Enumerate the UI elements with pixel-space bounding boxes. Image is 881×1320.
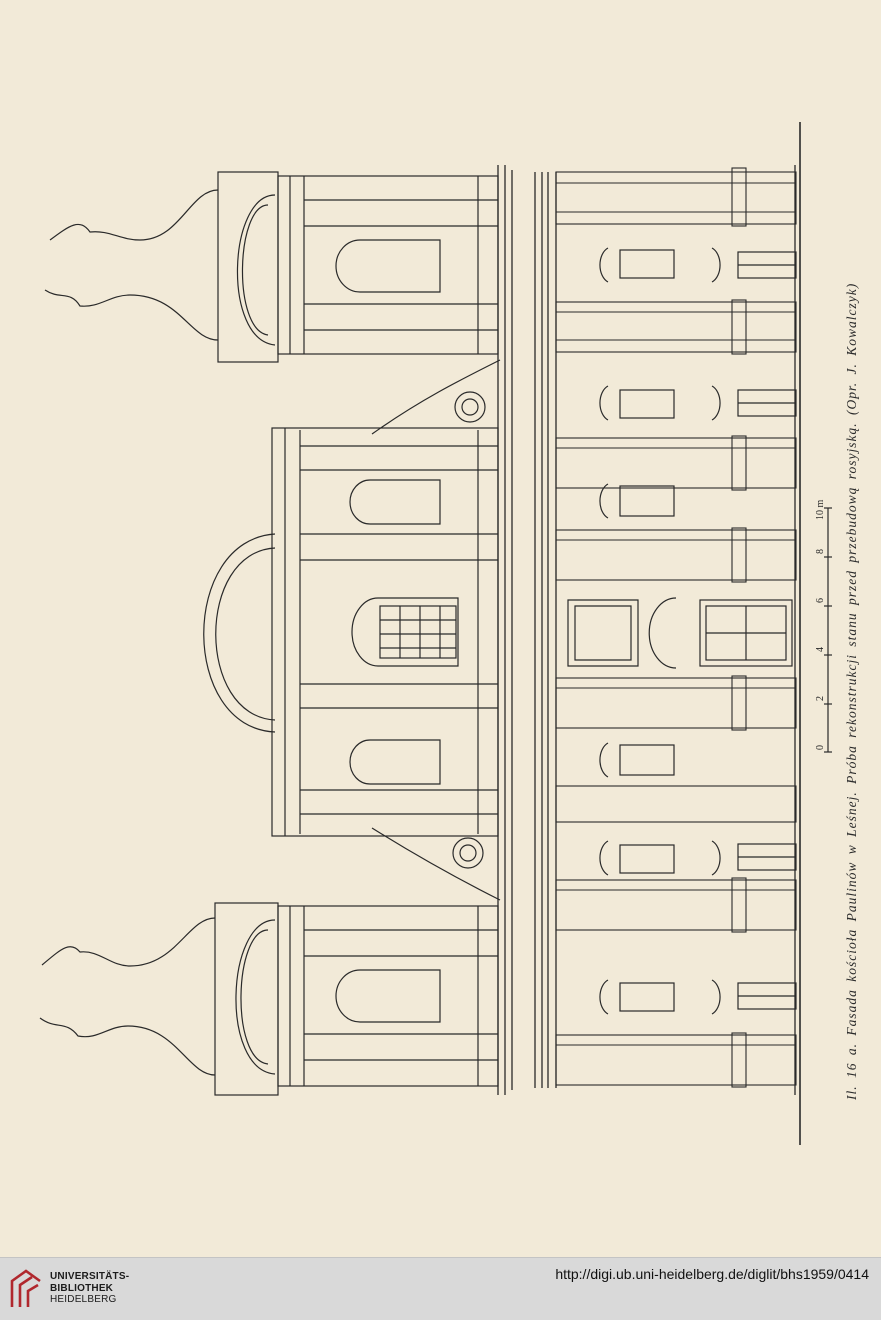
scale-label-2: 2 xyxy=(815,696,826,701)
scale-label-0: 0 xyxy=(815,745,826,750)
scale-labels: 0 2 4 6 8 10 m xyxy=(815,500,826,751)
scanned-page: 0 2 4 6 8 10 m Il. 16 a. Fasada kościoła… xyxy=(39,122,859,1145)
scale-label-8: 8 xyxy=(815,549,826,554)
library-name-line2: BIBLIOTHEK xyxy=(50,1282,114,1294)
lower-storey xyxy=(497,165,797,1095)
library-name-line1: UNIVERSITÄTS- xyxy=(50,1271,130,1282)
scale-label-6: 6 xyxy=(815,598,826,603)
right-tower xyxy=(39,902,499,1096)
scale-label-10: 10 m xyxy=(815,500,826,521)
scale-bar xyxy=(824,507,832,753)
library-logo-icon[interactable] xyxy=(8,1267,44,1311)
permalink-url[interactable]: http://digi.ub.uni-heidelberg.de/diglit/… xyxy=(555,1266,869,1282)
figure-caption: Il. 16 a. Fasada kościoła Paulinów w Leś… xyxy=(844,282,859,1100)
library-name-line3: HEIDELBERG xyxy=(50,1294,117,1305)
facade-drawing: 0 2 4 6 8 10 m xyxy=(39,122,832,1145)
left-tower xyxy=(44,171,499,363)
library-name: UNIVERSITÄTS- BIBLIOTHEK HEIDELBERG xyxy=(50,1271,129,1306)
footer-bar: UNIVERSITÄTS- BIBLIOTHEK HEIDELBERG http… xyxy=(0,1257,881,1320)
scale-label-4: 4 xyxy=(815,647,826,652)
center-block xyxy=(203,359,501,901)
